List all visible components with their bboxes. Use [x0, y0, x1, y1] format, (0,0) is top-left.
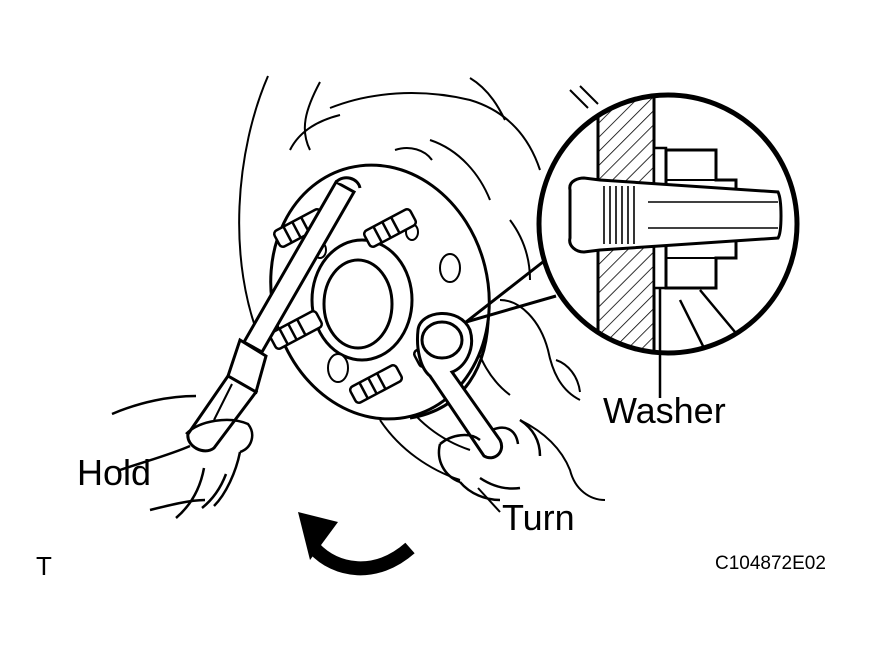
- hold-label: Hold: [77, 452, 152, 493]
- detail-callout-leader: [465, 256, 557, 324]
- view-marker: T: [36, 551, 52, 581]
- turn-label: Turn: [502, 497, 575, 538]
- right-hand: [437, 418, 542, 502]
- counterclockwise-arrow-icon: [298, 512, 415, 576]
- figure-code: C104872E02: [715, 553, 826, 574]
- washer-label: Washer: [603, 390, 726, 431]
- hub-bolt: [362, 208, 418, 248]
- label-leaders: [477, 487, 501, 513]
- left-hand: [111, 394, 254, 519]
- screwdriver: [186, 176, 362, 453]
- detail-view: [536, 92, 800, 398]
- bolt-shank: [568, 176, 783, 254]
- hub-bolt: [348, 364, 404, 404]
- ring-wrench: [416, 312, 503, 460]
- hub-bolt: [268, 310, 324, 350]
